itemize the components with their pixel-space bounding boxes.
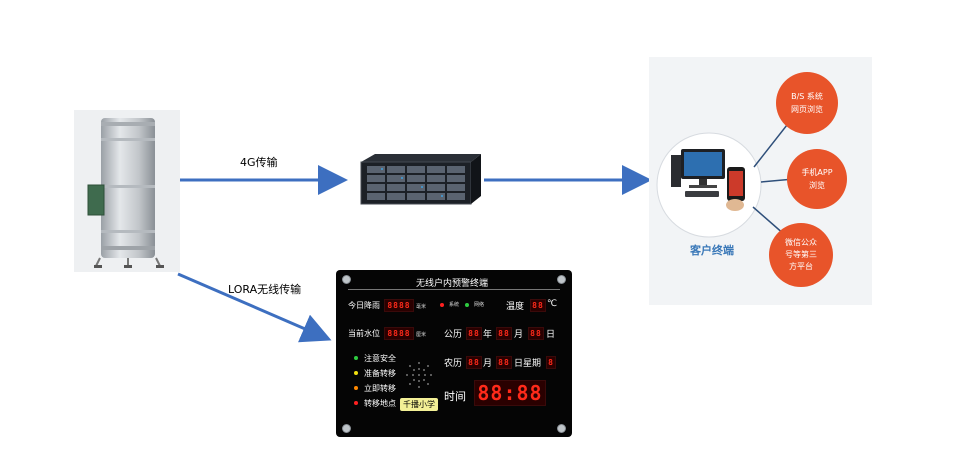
label-lora: LORA无线传输	[228, 283, 302, 296]
arrow-lora	[177, 272, 332, 343]
year-label: 年	[483, 330, 493, 340]
legend-item-prepare: 准备转移	[364, 369, 396, 378]
water-level-unit: 厘米	[416, 332, 427, 338]
water-level-label: 当前水位	[348, 329, 380, 338]
display-title: 无线户内预警终端	[416, 279, 489, 289]
screw-icon	[342, 275, 351, 284]
day-label: 日	[546, 330, 556, 340]
screw-icon	[557, 424, 566, 433]
rain-gauge-device	[74, 110, 180, 272]
screw-icon	[557, 275, 566, 284]
legend-dot-icon	[354, 401, 358, 405]
temperature-readout: 88	[530, 299, 546, 312]
svg-text:微信公众: 微信公众	[785, 237, 817, 247]
svg-text:方平台: 方平台	[789, 261, 813, 271]
speaker-grille-icon	[406, 362, 432, 388]
client-terminal-panel: B/S 系统 网页浏览 手机APP 浏览 微信公众 号等第三 方平台	[649, 57, 872, 305]
screw-icon	[342, 424, 351, 433]
system-label: 系统	[449, 302, 460, 308]
weekday-readout: 8	[546, 356, 556, 369]
network-led-icon	[465, 303, 469, 307]
weekday-label: 日星期	[514, 359, 542, 369]
warning-display-terminal: 无线户内预警终端 今日降雨 8888 毫米 系统 网络 温度 88 ℃ 当前水位…	[336, 270, 572, 437]
bubble-bs	[776, 72, 838, 134]
today-rain-unit: 毫米	[416, 304, 427, 310]
legend-item-location: 转移地点	[364, 399, 396, 408]
solar-calendar-label: 公历	[444, 330, 463, 340]
system-led-icon	[440, 303, 444, 307]
legend-dot-icon	[354, 371, 358, 375]
network-label: 网络	[474, 302, 485, 308]
temperature-unit: ℃	[547, 299, 558, 309]
month-readout: 88	[496, 327, 512, 340]
svg-text:手机APP: 手机APP	[801, 167, 832, 177]
water-level-readout: 8888	[384, 327, 414, 340]
bubble-app	[787, 149, 847, 209]
year-readout: 88	[466, 327, 482, 340]
label-4g: 4G传输	[240, 156, 278, 169]
legend-item-evacuate: 立即转移	[364, 384, 396, 393]
legend-dot-icon	[354, 386, 358, 390]
svg-text:B/S 系统: B/S 系统	[791, 91, 823, 101]
clock-readout: 88:88	[474, 380, 546, 406]
server-icon	[353, 152, 483, 206]
legend-dot-icon	[354, 356, 358, 360]
lunar-month-label: 月	[483, 359, 493, 369]
svg-text:号等第三: 号等第三	[785, 249, 817, 259]
svg-text:网页浏览: 网页浏览	[791, 104, 823, 114]
day-readout: 88	[528, 327, 544, 340]
school-badge: 千播小学	[400, 398, 438, 411]
time-label: 时间	[444, 390, 466, 403]
bubble-wechat	[769, 223, 833, 287]
lunar-day-readout: 88	[496, 356, 512, 369]
lunar-calendar-label: 农历	[444, 359, 463, 369]
today-rain-label: 今日降雨	[348, 301, 380, 310]
today-rain-readout: 8888	[384, 299, 414, 312]
client-terminal-title: 客户终端	[690, 244, 734, 257]
svg-text:浏览: 浏览	[809, 180, 825, 190]
temperature-label: 温度	[506, 302, 525, 312]
month-label: 月	[514, 330, 524, 340]
lunar-month-readout: 88	[466, 356, 482, 369]
legend-item-caution: 注意安全	[364, 354, 396, 363]
